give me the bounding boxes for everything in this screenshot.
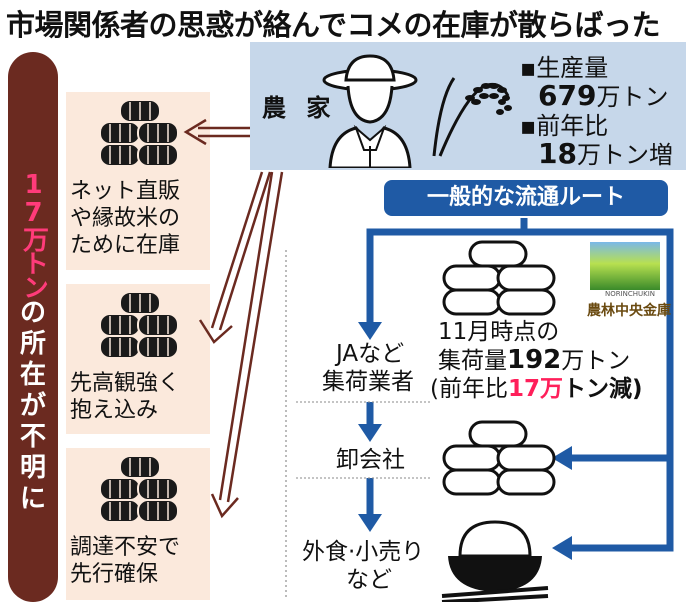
collection-prefix: 集荷量: [438, 348, 507, 374]
rice-bags-icon: [442, 420, 556, 496]
rice-bowl-icon: [441, 520, 549, 602]
collection-unit: 万トン: [561, 348, 631, 374]
vchar: 在: [19, 360, 46, 390]
collection-yoy-prefix: (前年比: [430, 376, 508, 402]
logo-subtext: NORINCHUKIN: [604, 290, 656, 298]
distribution-route-label: 一般的な流通ルート: [382, 178, 670, 218]
rice-bags-icon: [442, 240, 556, 316]
vchar: の: [19, 298, 46, 328]
yoy-value: 18: [538, 137, 577, 170]
collection-value: 192: [507, 345, 562, 375]
collection-yoy-suffix: トン減): [563, 376, 643, 402]
logo-caption: 農林中央金庫: [587, 303, 671, 319]
norinchukin-logo: [590, 242, 660, 290]
farmer-box: [250, 42, 686, 170]
collection-info-line: 11月時点の: [438, 319, 560, 345]
collectors-line: JAなど: [336, 341, 405, 367]
production-unit: 万トン: [596, 83, 669, 111]
reason-line: ために在庫: [70, 233, 181, 258]
reason-line: ネット直販: [70, 179, 181, 204]
reason-line: や縁故米の: [70, 206, 181, 231]
collectors-label: JAなど 集荷業者: [322, 340, 414, 396]
page-title: 市場関係者の思惑が絡んでコメの在庫が散らばった: [6, 8, 661, 42]
yoy-unit: 万トン増: [576, 141, 673, 169]
reason-box-online: ネット直販 や縁故米の ために在庫: [66, 92, 210, 270]
missing-stock-text: 17万トン の 所 在 が 不 明 に: [8, 170, 58, 515]
yoy-stat: ▪前年比 18万トン増: [520, 112, 673, 169]
rice-bags-icon: [99, 99, 179, 167]
rice-plant-icon: [432, 77, 512, 157]
vchar: が: [19, 391, 46, 421]
collection-info: 11月時点の 集荷量192万トン (前年比17万トン減): [430, 318, 643, 403]
production-label: ▪生産量: [520, 54, 609, 82]
vchar: に: [19, 484, 46, 514]
wholesaler-label: 卸会社: [336, 447, 405, 473]
production-value: 679: [538, 79, 597, 112]
missing-amount: 17万トン: [18, 170, 49, 298]
rice-bags-icon: [99, 455, 179, 523]
collectors-line: 集荷業者: [322, 369, 414, 395]
collection-yoy-value: 17万: [507, 376, 563, 402]
vchar: 不: [19, 422, 46, 452]
reason-box-hoarding: 先高観強く 抱え込み: [66, 284, 210, 434]
reason-line: 抱え込み: [70, 398, 159, 423]
yoy-label: ▪前年比: [520, 112, 609, 140]
missing-stock-bar: [8, 52, 58, 602]
reason-line: 先高観強く: [70, 371, 181, 396]
retail-line: 外食·小売り: [302, 539, 425, 565]
retail-label: 外食·小売り など: [302, 538, 424, 594]
rice-bags-icon: [99, 291, 179, 359]
reason-line: 先行確保: [70, 562, 159, 587]
farmer-icon: [322, 54, 418, 168]
vchar: 所: [19, 329, 46, 359]
production-stat: ▪生産量 679万トン: [520, 54, 668, 111]
reason-line: 調達不安で: [70, 535, 181, 560]
farmer-label: 農 家: [262, 94, 337, 122]
retail-line: など: [346, 567, 392, 593]
reason-box-procurement: 調達不安で 先行確保: [66, 448, 210, 600]
vchar: 明: [19, 453, 46, 483]
